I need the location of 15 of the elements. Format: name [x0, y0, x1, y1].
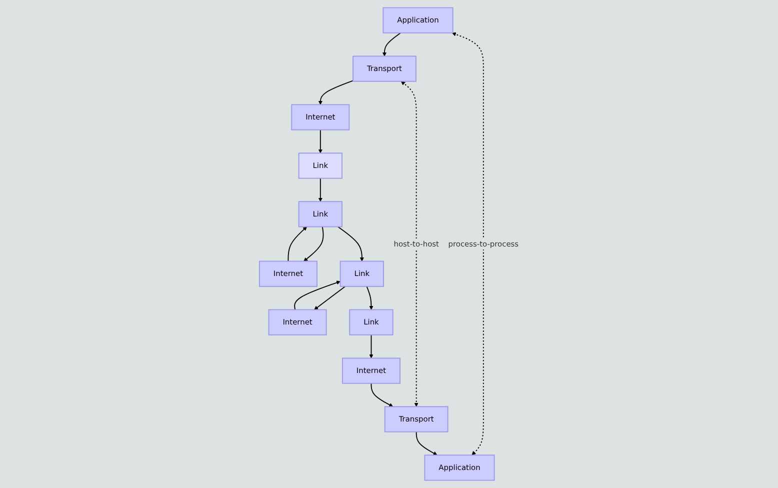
- arrow: [370, 382, 394, 407]
- arrow: [400, 81, 418, 407]
- arrow: [288, 226, 308, 262]
- arrow: [318, 80, 354, 105]
- arrow: [416, 431, 438, 456]
- arrow: [382, 32, 402, 56]
- arrow: [304, 226, 324, 262]
- arrow: [366, 286, 374, 310]
- arrow: [294, 280, 340, 310]
- arrow: [314, 286, 346, 310]
- arrow: [318, 178, 322, 202]
- arrow: [318, 129, 322, 154]
- arrow: [452, 32, 484, 456]
- arrow: [337, 226, 364, 262]
- arrow: [369, 334, 374, 358]
